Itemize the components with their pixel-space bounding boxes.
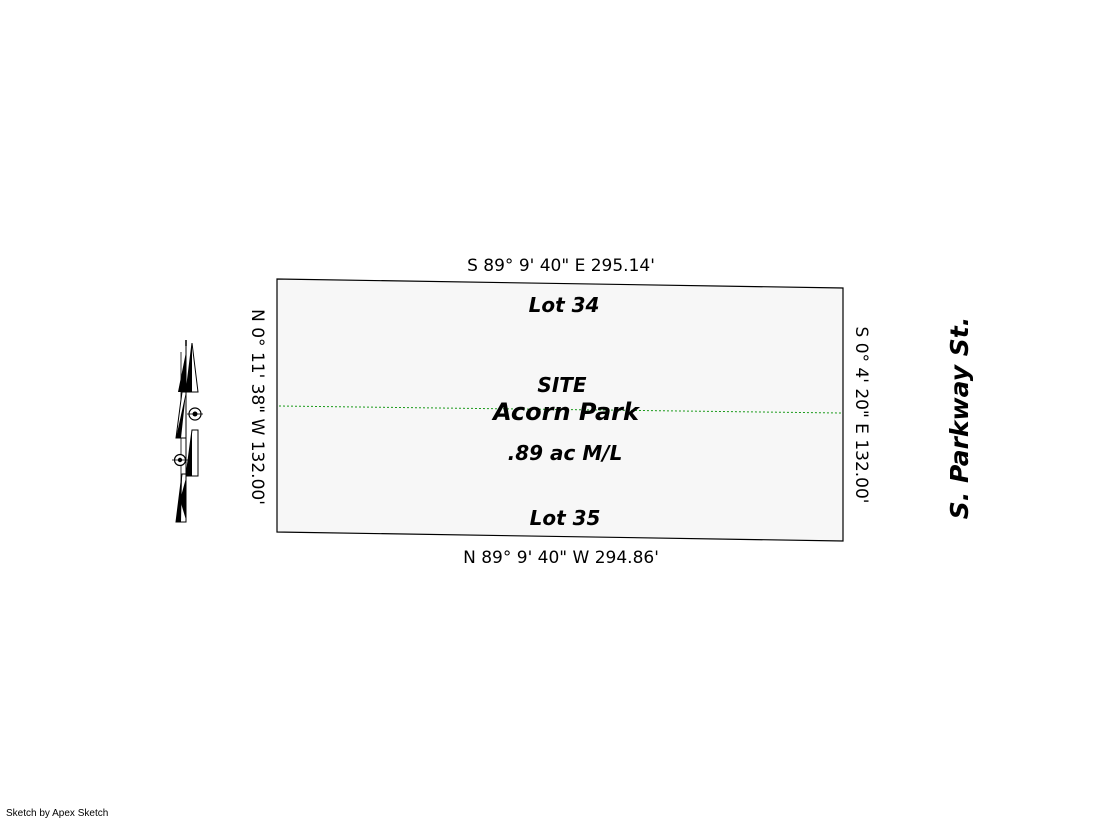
west-boundary-dimension: N 0° 11' 38" W 132.00': [247, 309, 267, 505]
north-arrow-icon: [172, 340, 203, 523]
south-boundary-dimension: N 89° 9' 40" W 294.86': [463, 548, 659, 568]
lot-34-label: Lot 34: [529, 293, 600, 317]
street-label: S. Parkway St.: [945, 317, 974, 519]
lot-divider-line: [278, 405, 842, 414]
east-boundary-dimension: S 0° 4' 20" E 132.00': [851, 327, 871, 504]
site-area-label: .89 ac M/L: [508, 441, 623, 465]
lot-35-label: Lot 35: [530, 506, 601, 530]
site-name-label: Acorn Park: [491, 398, 641, 426]
sketch-credit: Sketch by Apex Sketch: [6, 808, 109, 819]
north-boundary-dimension: S 89° 9' 40" E 295.14': [467, 256, 655, 276]
site-label: SITE: [537, 373, 586, 397]
